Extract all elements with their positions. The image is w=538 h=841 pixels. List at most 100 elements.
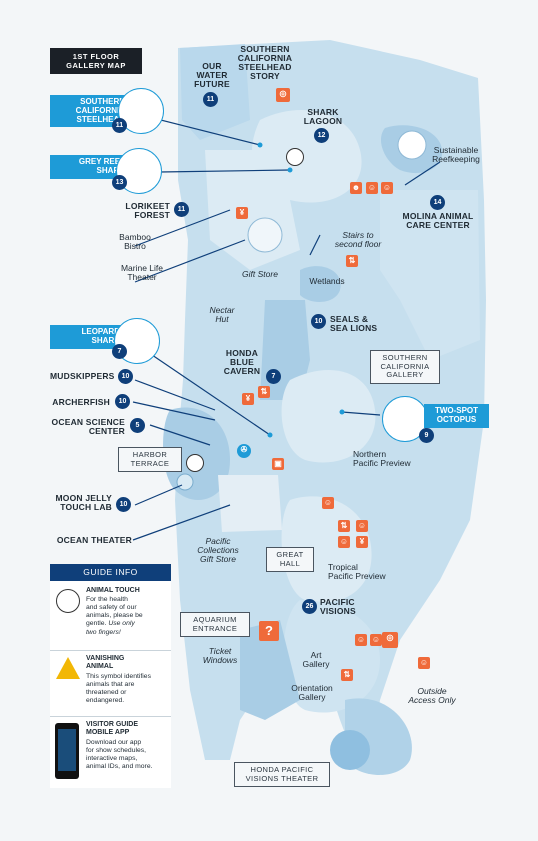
- restroom-icon-6: ☺: [338, 536, 350, 548]
- gift-store-label[interactable]: Gift Store: [242, 269, 278, 279]
- food-icon-2: ¥: [242, 393, 254, 405]
- mudskippers-number: 10: [118, 369, 133, 384]
- north-wing: [180, 44, 250, 140]
- animal-touch-title: ANIMAL TOUCH: [86, 587, 140, 594]
- steelhead-number: 11: [112, 118, 127, 133]
- floor-title-line1: 1ST FLOOR: [72, 52, 120, 61]
- stairs-icon-4: ⇅: [341, 669, 353, 681]
- ocean-theater-label[interactable]: OCEAN THEATER: [56, 535, 132, 545]
- pacific-visions-area: [283, 600, 380, 713]
- touch-icon-1: [186, 454, 204, 472]
- restroom-icon-4: ☺: [322, 497, 334, 509]
- camera-icon: ▣: [272, 458, 284, 470]
- guide-info-title: GUIDE INFO: [50, 564, 171, 581]
- ocean-science-icon: ✇: [237, 444, 251, 458]
- food-icon-3: ¥: [356, 536, 368, 548]
- info-icon[interactable]: ?: [259, 621, 279, 641]
- marine-life-theater-dome: [247, 217, 283, 253]
- restroom-icon-9: ☺: [418, 657, 430, 669]
- archerfish-label[interactable]: ARCHERFISH: [52, 397, 110, 407]
- archerfish-number: 10: [115, 394, 130, 409]
- restroom-icon-5: ☺: [356, 520, 368, 532]
- floor-title: 1ST FLOOR GALLERY MAP: [50, 48, 142, 74]
- steelhead-story-icon: ◎: [276, 88, 290, 102]
- restroom-icon-1: ☻: [350, 182, 362, 194]
- leader-dots: [257, 142, 345, 438]
- octopus-number: 9: [419, 428, 434, 443]
- shark-lagoon-number: 12: [314, 128, 329, 143]
- phone-icon: [55, 723, 79, 779]
- east-wing: [380, 190, 480, 360]
- floor-title-line2: GALLERY MAP: [66, 61, 126, 70]
- mudskippers-label[interactable]: MUDSKIPPERS: [50, 371, 115, 381]
- stairs-icon-3: ⇅: [338, 520, 350, 532]
- molina-number: 14: [430, 195, 445, 210]
- restroom-icon-2: ☺: [366, 182, 378, 194]
- restroom-icon-8: ☺: [370, 634, 382, 646]
- stairs-icon-2: ⇅: [258, 386, 270, 398]
- animal-touch-icon: [56, 589, 80, 613]
- reef-tank: [397, 130, 427, 160]
- wetlands-label[interactable]: Wetlands: [309, 276, 345, 286]
- touch-icon-2: [286, 148, 304, 166]
- pacific-visions-number: 26: [302, 599, 317, 614]
- wetlands-area: [300, 266, 341, 302]
- steelhead-icon-2: ◎: [382, 632, 398, 648]
- vanishing-animal-icon: [56, 657, 80, 679]
- restroom-icon-7: ☺: [355, 634, 367, 646]
- seals-number: 10: [311, 314, 326, 329]
- seals-label[interactable]: SEALS &SEA LIONS: [330, 314, 378, 333]
- cavern-number: 7: [266, 369, 281, 384]
- lorikeet-number: 11: [174, 202, 189, 217]
- entrance-area: [240, 620, 300, 720]
- theater-dome: [330, 730, 370, 770]
- moon-jelly-number: 10: [116, 497, 131, 512]
- ocean-science-number: 5: [130, 418, 145, 433]
- leopard-shark-number: 7: [112, 344, 127, 359]
- stairs-icon: ⇅: [346, 255, 358, 267]
- moon-jelly-tank: [176, 473, 194, 491]
- grey-reef-shark-number: 13: [112, 175, 127, 190]
- our-water-future-number: 11: [203, 92, 218, 107]
